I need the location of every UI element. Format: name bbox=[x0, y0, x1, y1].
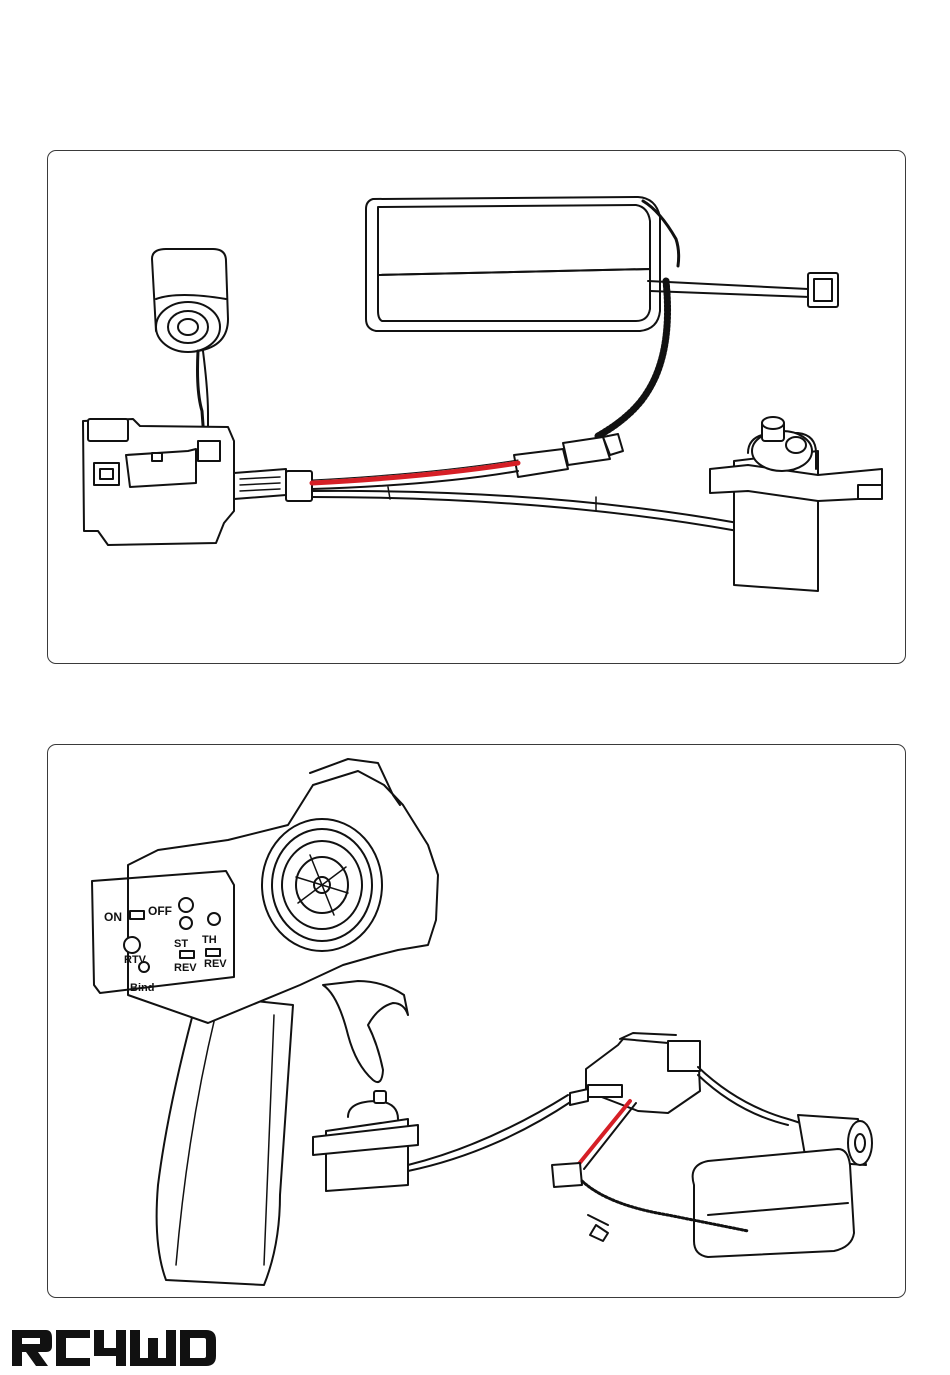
power-on-label: ON bbox=[104, 910, 122, 924]
bind-label: Bind bbox=[130, 982, 154, 994]
wiring-diagram-panel-bottom: ON OFF RTV Bind ST TH REV REV bbox=[47, 744, 906, 1298]
st-label: ST bbox=[174, 938, 188, 950]
wiring-illustration-top bbox=[48, 151, 907, 665]
servo bbox=[710, 417, 882, 591]
wiring-diagram-panel-top bbox=[47, 150, 906, 664]
brand-logo bbox=[8, 1326, 218, 1375]
transmitter bbox=[92, 759, 438, 1285]
rc4wd-logo bbox=[8, 1326, 218, 1370]
servo bbox=[313, 1091, 418, 1191]
receiver-esc bbox=[83, 419, 312, 545]
st-rev-label: REV bbox=[174, 962, 197, 974]
battery-connector bbox=[514, 434, 623, 477]
motor bbox=[152, 249, 228, 439]
power-off-label: OFF bbox=[148, 904, 172, 918]
battery-pack bbox=[366, 197, 838, 331]
rtv-label: RTV bbox=[124, 954, 147, 966]
battery-pack bbox=[582, 1149, 854, 1257]
receiver-esc bbox=[570, 1033, 700, 1113]
th-rev-label: REV bbox=[204, 958, 227, 970]
th-label: TH bbox=[202, 934, 217, 946]
wiring-illustration-bottom: ON OFF RTV Bind ST TH REV REV bbox=[48, 745, 907, 1299]
